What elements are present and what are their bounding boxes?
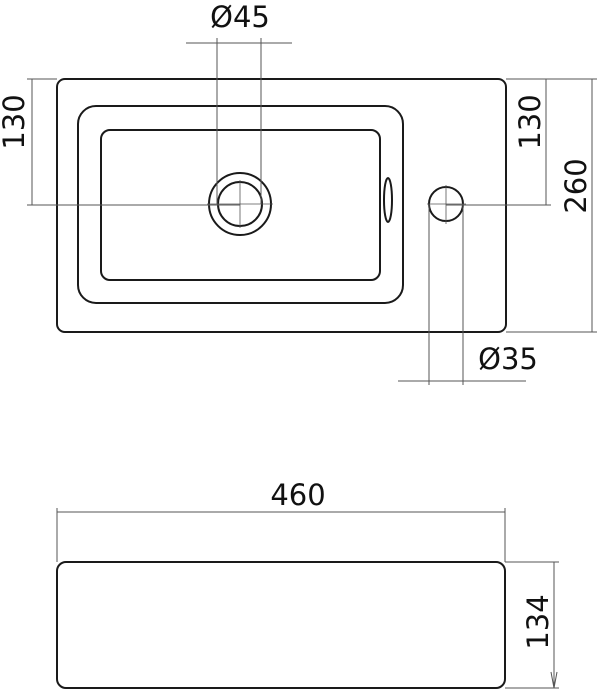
drain-diameter-label: Ø45	[210, 0, 270, 34]
left-offset-label: 130	[0, 94, 31, 149]
dimension-right-130: 130	[446, 78, 597, 206]
dimension-height-134: 134	[505, 561, 559, 689]
side-view	[56, 561, 506, 689]
basin-side-outline	[56, 561, 506, 689]
dimension-left-130: 130	[0, 78, 240, 206]
total-depth-label: 260	[559, 158, 593, 213]
overflow-slot-icon	[383, 177, 393, 223]
dimension-tap-hole-diameter: Ø35	[398, 204, 538, 385]
dimension-total-width-460: 460	[56, 478, 506, 562]
tap-hole-diameter-label: Ø35	[478, 342, 538, 376]
right-offset-label: 130	[513, 94, 547, 149]
drain-icon	[207, 172, 273, 236]
height-label: 134	[521, 594, 555, 649]
arrow-down-icon	[550, 671, 558, 689]
dimension-drain-diameter: Ø45	[186, 0, 292, 204]
dimension-total-depth-260: 260	[506, 79, 597, 333]
total-width-label: 460	[270, 478, 325, 512]
